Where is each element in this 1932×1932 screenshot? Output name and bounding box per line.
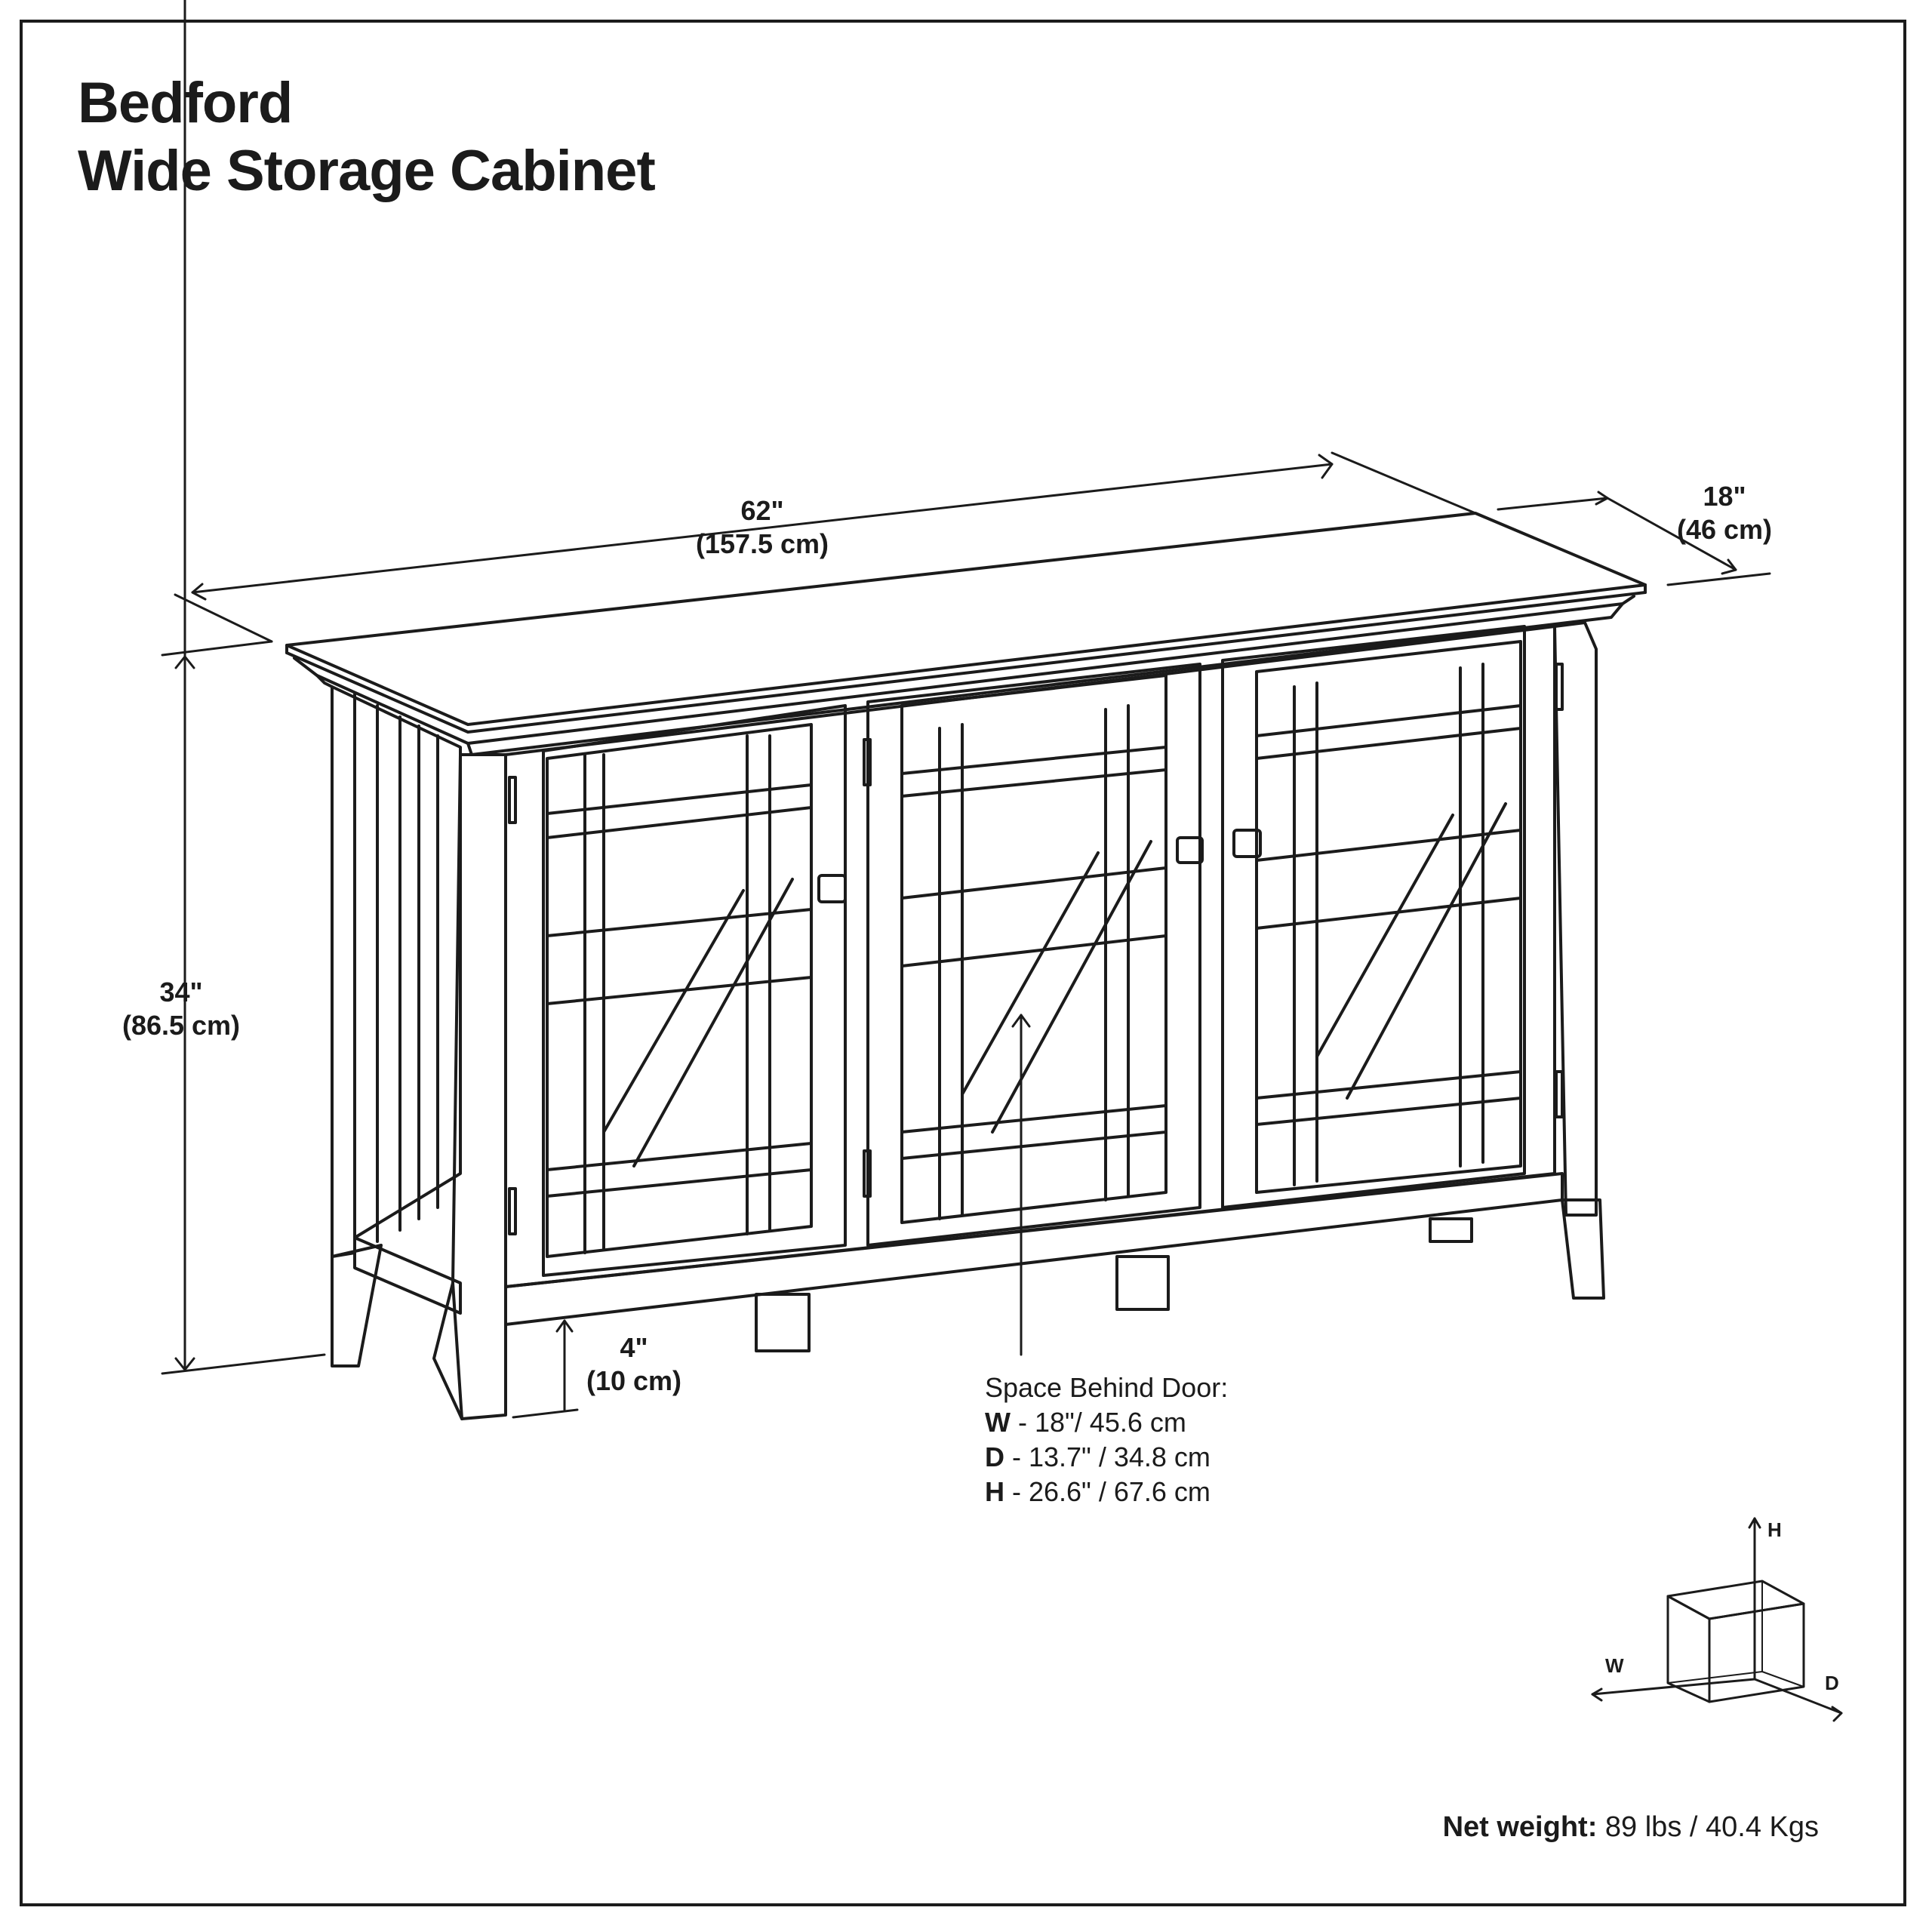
hinge — [1555, 663, 1564, 711]
cabinet-body — [285, 512, 1647, 1420]
axis-label-d: D — [1825, 1672, 1839, 1694]
hinge — [863, 1149, 872, 1198]
width-metric: (157.5 cm) — [695, 528, 829, 559]
right-front-leg — [1561, 1198, 1605, 1300]
middle-leg-2 — [1115, 1255, 1170, 1311]
door-left-knob — [817, 874, 847, 903]
clearance-dimension-label: 4" (10 cm) — [577, 1331, 691, 1398]
clearance-metric: (10 cm) — [586, 1365, 682, 1396]
page-frame — [20, 20, 1906, 1906]
cabinet-top — [285, 512, 1647, 726]
clearance-imperial: 4" — [620, 1332, 648, 1363]
axis-label-h: H — [1767, 1518, 1782, 1541]
height-imperial: 34" — [159, 977, 203, 1008]
middle-leg-3 — [1429, 1217, 1473, 1243]
door-left — [542, 704, 847, 1277]
depth-dimension-label: 18" (46 cm) — [1657, 480, 1792, 546]
space-row-h: H - 26.6" / 67.6 cm — [985, 1476, 1211, 1507]
space-heading: Space Behind Door: — [985, 1372, 1229, 1403]
net-weight: Net weight: 89 lbs / 40.4 Kgs — [1443, 1811, 1819, 1844]
hinge — [508, 1187, 517, 1235]
left-back-leg — [331, 1244, 383, 1367]
space-behind-door: Space Behind Door: W - 18"/ 45.6 cm D - … — [985, 1371, 1228, 1509]
door-right-knob — [1232, 829, 1262, 858]
left-front-leg — [451, 753, 507, 1420]
door-right — [1221, 625, 1526, 1209]
hinge — [508, 776, 517, 824]
space-row-w: W - 18"/ 45.6 cm — [985, 1407, 1186, 1438]
height-dimension-label: 34" (86.5 cm) — [106, 976, 257, 1042]
left-side-panel — [331, 685, 462, 1258]
height-metric: (86.5 cm) — [122, 1010, 241, 1041]
axes-legend — [1591, 1517, 1843, 1722]
width-dimension-label: 62" (157.5 cm) — [679, 494, 845, 561]
dimension-lines — [161, 0, 1771, 1419]
middle-leg-1 — [755, 1293, 811, 1352]
axis-label-w: W — [1605, 1654, 1624, 1677]
door-middle — [866, 663, 1204, 1247]
depth-metric: (46 cm) — [1676, 514, 1773, 545]
right-post — [1553, 621, 1598, 1217]
title-line-2: Wide Storage Cabinet — [78, 139, 656, 203]
depth-imperial: 18" — [1703, 481, 1746, 512]
hinge — [863, 738, 872, 786]
net-weight-value: 89 lbs / 40.4 Kgs — [1597, 1811, 1819, 1843]
space-row-d: D - 13.7" / 34.8 cm — [985, 1441, 1211, 1472]
width-imperial: 62" — [740, 495, 784, 526]
hinge — [1555, 1070, 1564, 1118]
net-weight-label: Net weight: — [1442, 1811, 1598, 1843]
door-middle-knob — [1176, 836, 1204, 864]
